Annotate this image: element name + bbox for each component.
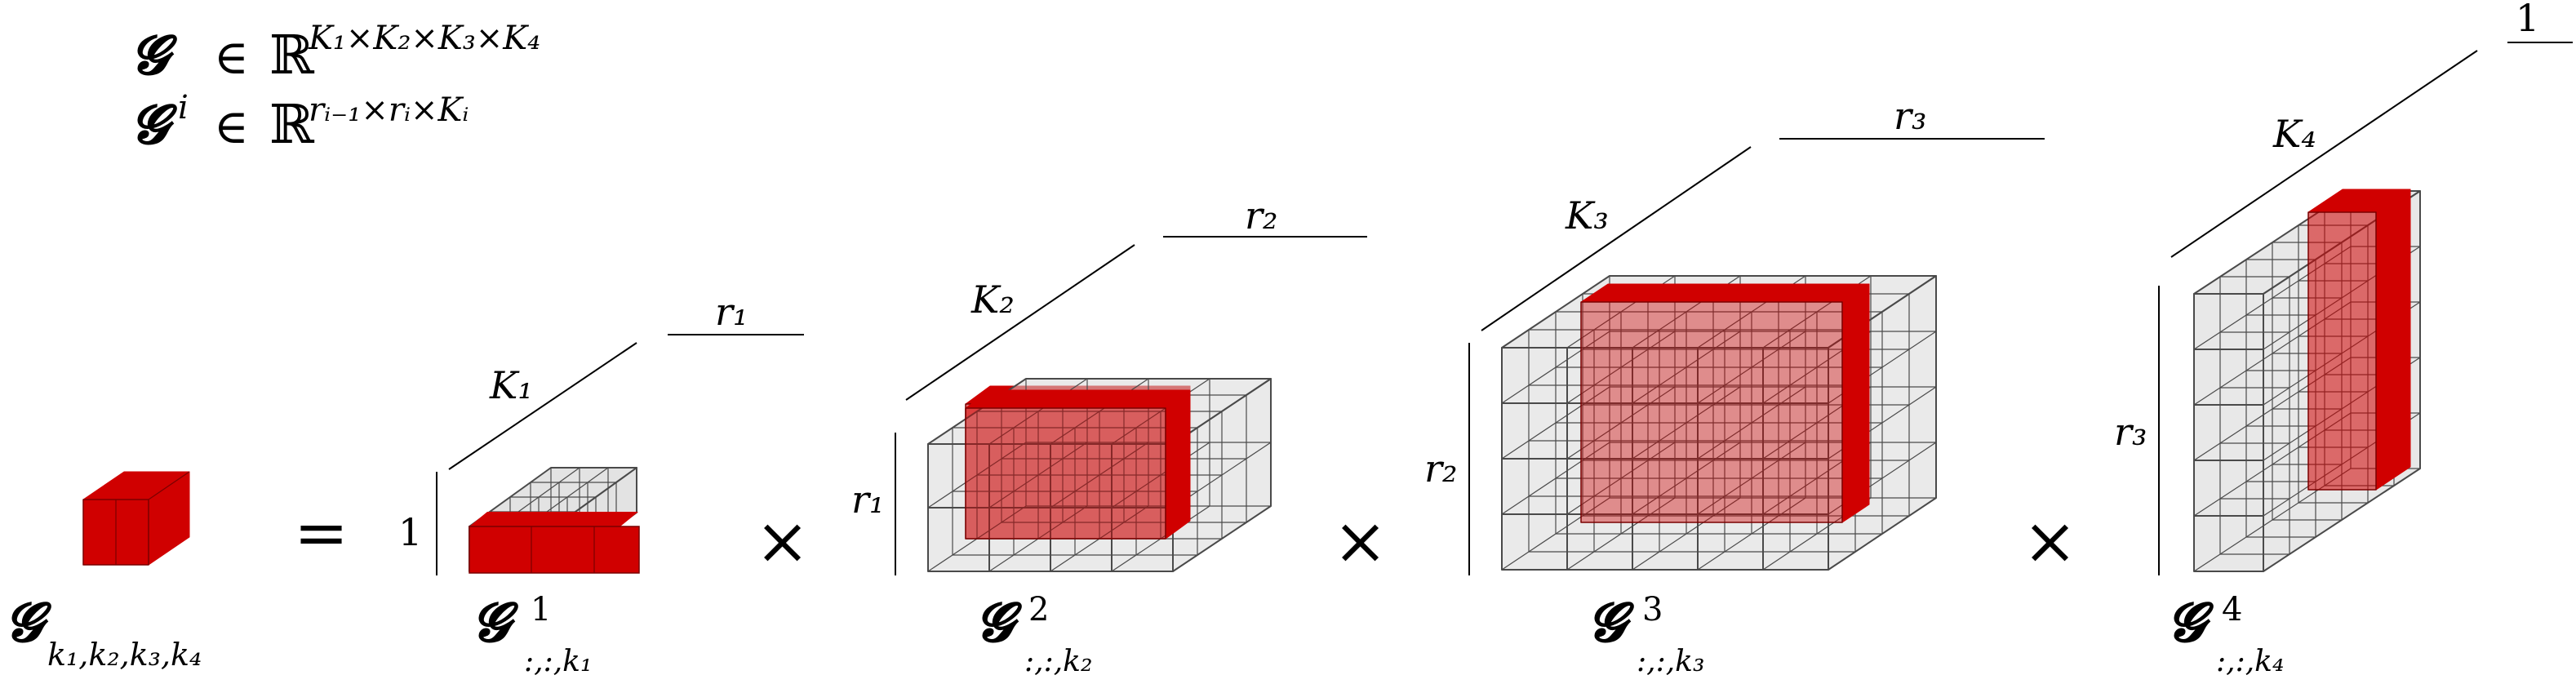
- height-label: r₁: [851, 477, 884, 522]
- element-of-sign: ∈: [214, 99, 249, 154]
- width-label: r₁: [715, 290, 748, 334]
- core-tensor-3: [1501, 275, 1937, 571]
- grid-line: [927, 442, 1027, 509]
- core-subscript: :,:,k₃: [1637, 645, 1704, 678]
- height-label: r₃: [2114, 410, 2147, 454]
- slice-overlay-top: [965, 389, 1191, 409]
- grid-line: [1501, 386, 1610, 460]
- slice-overlay-side: [1165, 389, 1191, 540]
- depth-label: K₃: [1565, 193, 1609, 238]
- core-symbol: 𝓖: [131, 92, 178, 156]
- depth-label: K₁: [489, 363, 533, 407]
- grid-line: [1566, 331, 1676, 404]
- core-subscript: :,:,k₁: [524, 645, 592, 678]
- grid-line: [2263, 468, 2421, 572]
- core-symbol: 𝓖: [472, 590, 519, 654]
- core-tensor-1: [469, 467, 640, 574]
- core-superscript: 3: [1642, 591, 1663, 628]
- slice-front: [2307, 211, 2377, 491]
- core-index: i: [178, 89, 189, 127]
- grid-line: [1632, 442, 1741, 515]
- equals-sign: =: [294, 495, 349, 571]
- core-subscript: :,:,k₄: [2216, 645, 2284, 678]
- grid-line: [1697, 386, 1806, 460]
- slice-front: [1580, 301, 1843, 523]
- grid-line: [1566, 386, 1676, 460]
- header-formula-2: 𝓖 i ∈ ℝ rᵢ₋₁×rᵢ×Kᵢ: [131, 89, 469, 156]
- core-2-dimensions: K₂ r₂ r₁: [851, 193, 1367, 575]
- core-symbol: 𝓖: [2167, 590, 2214, 654]
- core-4-dimensions: K₄ 1 r₃: [2114, 0, 2573, 575]
- width-label: r₃: [1894, 94, 1926, 138]
- core-superscript: 1: [531, 591, 551, 628]
- grid-line: [1111, 378, 1210, 445]
- width-label: 1: [2516, 0, 2539, 40]
- core-subscript: :,:,k₂: [1024, 645, 1092, 678]
- tensor-symbol: 𝓖: [131, 23, 178, 87]
- core-3-label: 𝓖 3 :,:,k₃: [1588, 590, 1704, 678]
- core-2-label: 𝓖 2 :,:,k₂: [975, 590, 1092, 678]
- core-symbol: 𝓖: [975, 590, 1023, 654]
- grid-line: [1828, 497, 1937, 571]
- grid-line: [1111, 442, 1210, 509]
- grid-line: [1697, 497, 1806, 571]
- grid-line: [1566, 442, 1676, 515]
- core-1-dimensions: K₁ r₁ 1: [398, 290, 804, 575]
- real-set-symbol: ℝ: [269, 24, 315, 87]
- core-superscript: 2: [1028, 591, 1049, 628]
- grid-line: [927, 378, 1027, 445]
- front-face: [2193, 293, 2264, 572]
- element-label: 𝓖 k₁,k₂,k₃,k₄: [5, 590, 202, 673]
- core-3-dimensions: K₃ r₃ r₂: [1424, 94, 2045, 575]
- width-label: r₂: [1245, 193, 1277, 238]
- grid-line: [1566, 497, 1676, 571]
- core-symbol: 𝓖: [1588, 590, 1635, 654]
- grid-line: [1501, 331, 1610, 404]
- times-sign-3: ×: [2023, 503, 2077, 579]
- depth-label: K₂: [970, 278, 1015, 322]
- height-label: 1: [398, 510, 422, 554]
- slice-front: [469, 526, 640, 574]
- grid-line: [1697, 331, 1806, 404]
- element-symbol: 𝓖: [5, 590, 52, 654]
- element-cube: [82, 471, 190, 566]
- real-set-symbol: ℝ: [269, 93, 315, 156]
- core-superscript: 4: [2222, 591, 2242, 628]
- core-1-label: 𝓖 1 :,:,k₁: [472, 590, 592, 678]
- core-shape-superscript: rᵢ₋₁×rᵢ×Kᵢ: [309, 91, 469, 129]
- core-tensor-2: [927, 378, 1272, 572]
- slice-top: [1580, 283, 1870, 303]
- grid-line: [988, 378, 1088, 445]
- grid-line: [1501, 442, 1610, 515]
- element-of-sign: ∈: [214, 29, 249, 85]
- slice-top: [469, 512, 638, 526]
- grid-line: [1697, 442, 1806, 515]
- times-sign-2: ×: [1333, 503, 1388, 579]
- slice-side: [2375, 189, 2411, 491]
- slice-side: [1841, 283, 1870, 523]
- cube-edge: [148, 471, 190, 500]
- grid-line: [1501, 497, 1610, 571]
- header-formula-1: 𝓖 ∈ ℝ K₁×K₂×K₃×K₄: [131, 20, 540, 87]
- core-tensor-4: [2193, 189, 2421, 572]
- times-sign-1: ×: [755, 503, 810, 579]
- grid-line: [1632, 331, 1741, 404]
- grid-line: [1172, 505, 1272, 572]
- grid-line: [1050, 378, 1149, 445]
- grid-line: [988, 442, 1088, 509]
- grid-line: [1632, 497, 1741, 571]
- grid-line: [1632, 386, 1741, 460]
- height-label: r₂: [1424, 446, 1457, 491]
- element-subscript: k₁,k₂,k₃,k₄: [47, 637, 202, 673]
- core-4-label: 𝓖 4 :,:,k₄: [2167, 590, 2284, 678]
- grid-line: [1501, 275, 1610, 349]
- slice-overlay-front: [965, 407, 1166, 540]
- depth-label: K₄: [2272, 112, 2316, 156]
- shape-superscript: K₁×K₂×K₃×K₄: [308, 20, 540, 57]
- grid-line: [1050, 442, 1149, 509]
